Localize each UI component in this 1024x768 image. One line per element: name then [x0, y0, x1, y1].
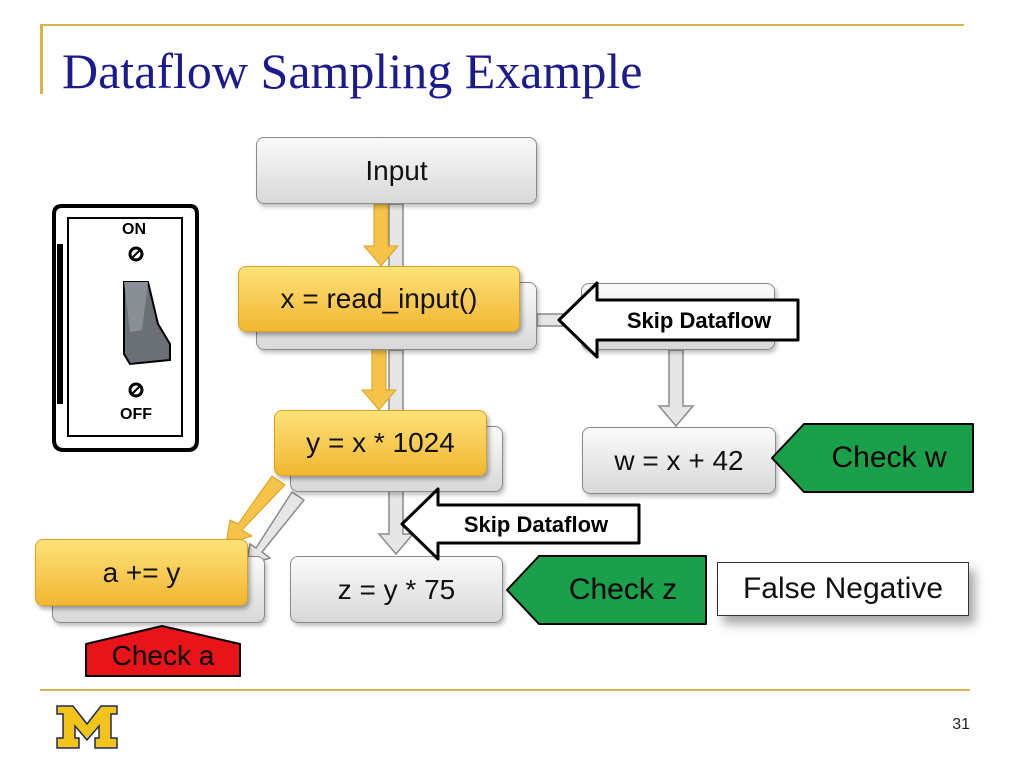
- z-assign-node: z = y * 75: [290, 556, 503, 623]
- page-number: 31: [952, 716, 970, 733]
- skip-dataflow-label-1: Skip Dataflow: [626, 308, 772, 333]
- check-z-label: Check z: [568, 573, 678, 606]
- check-a-label: Check a: [111, 640, 215, 671]
- gray-arrow-w-down: [657, 349, 695, 428]
- switch-off-label: OFF: [120, 406, 152, 423]
- a-assign-node: a += y: [35, 539, 248, 606]
- skip-dataflow-label-2: Skip Dataflow: [463, 512, 609, 537]
- check-w-label: Check w: [831, 441, 947, 474]
- false-negative-box: False Negative: [717, 562, 969, 616]
- university-logo-icon: [56, 705, 118, 749]
- light-switch-icon: [52, 204, 199, 452]
- slide-title: Dataflow Sampling Example: [62, 43, 643, 99]
- gray-arrow-x-to-y: [388, 349, 404, 413]
- w-assign-node: w = x + 42: [582, 427, 776, 494]
- check-a-callout: [85, 625, 241, 677]
- x-assign-node: x = read_input(): [238, 266, 520, 332]
- input-node: Input: [256, 137, 537, 204]
- bottom-rule: [40, 689, 970, 691]
- check-w-callout: [771, 423, 974, 493]
- gray-arrow-y-to-z: [377, 489, 415, 556]
- y-assign-node: y = x * 1024: [274, 410, 487, 476]
- check-z-callout: [506, 555, 707, 625]
- skip-dataflow-callout-1: [557, 281, 800, 359]
- switch-on-label: ON: [122, 221, 146, 238]
- light-switch: ON OFF: [50, 204, 200, 454]
- gold-arrow-input-to-x: [362, 203, 400, 267]
- gray-arrow-input-to-x: [388, 203, 404, 269]
- left-rule: [40, 24, 43, 94]
- top-rule: [40, 24, 964, 26]
- skip-dataflow-callout-2: [400, 487, 641, 561]
